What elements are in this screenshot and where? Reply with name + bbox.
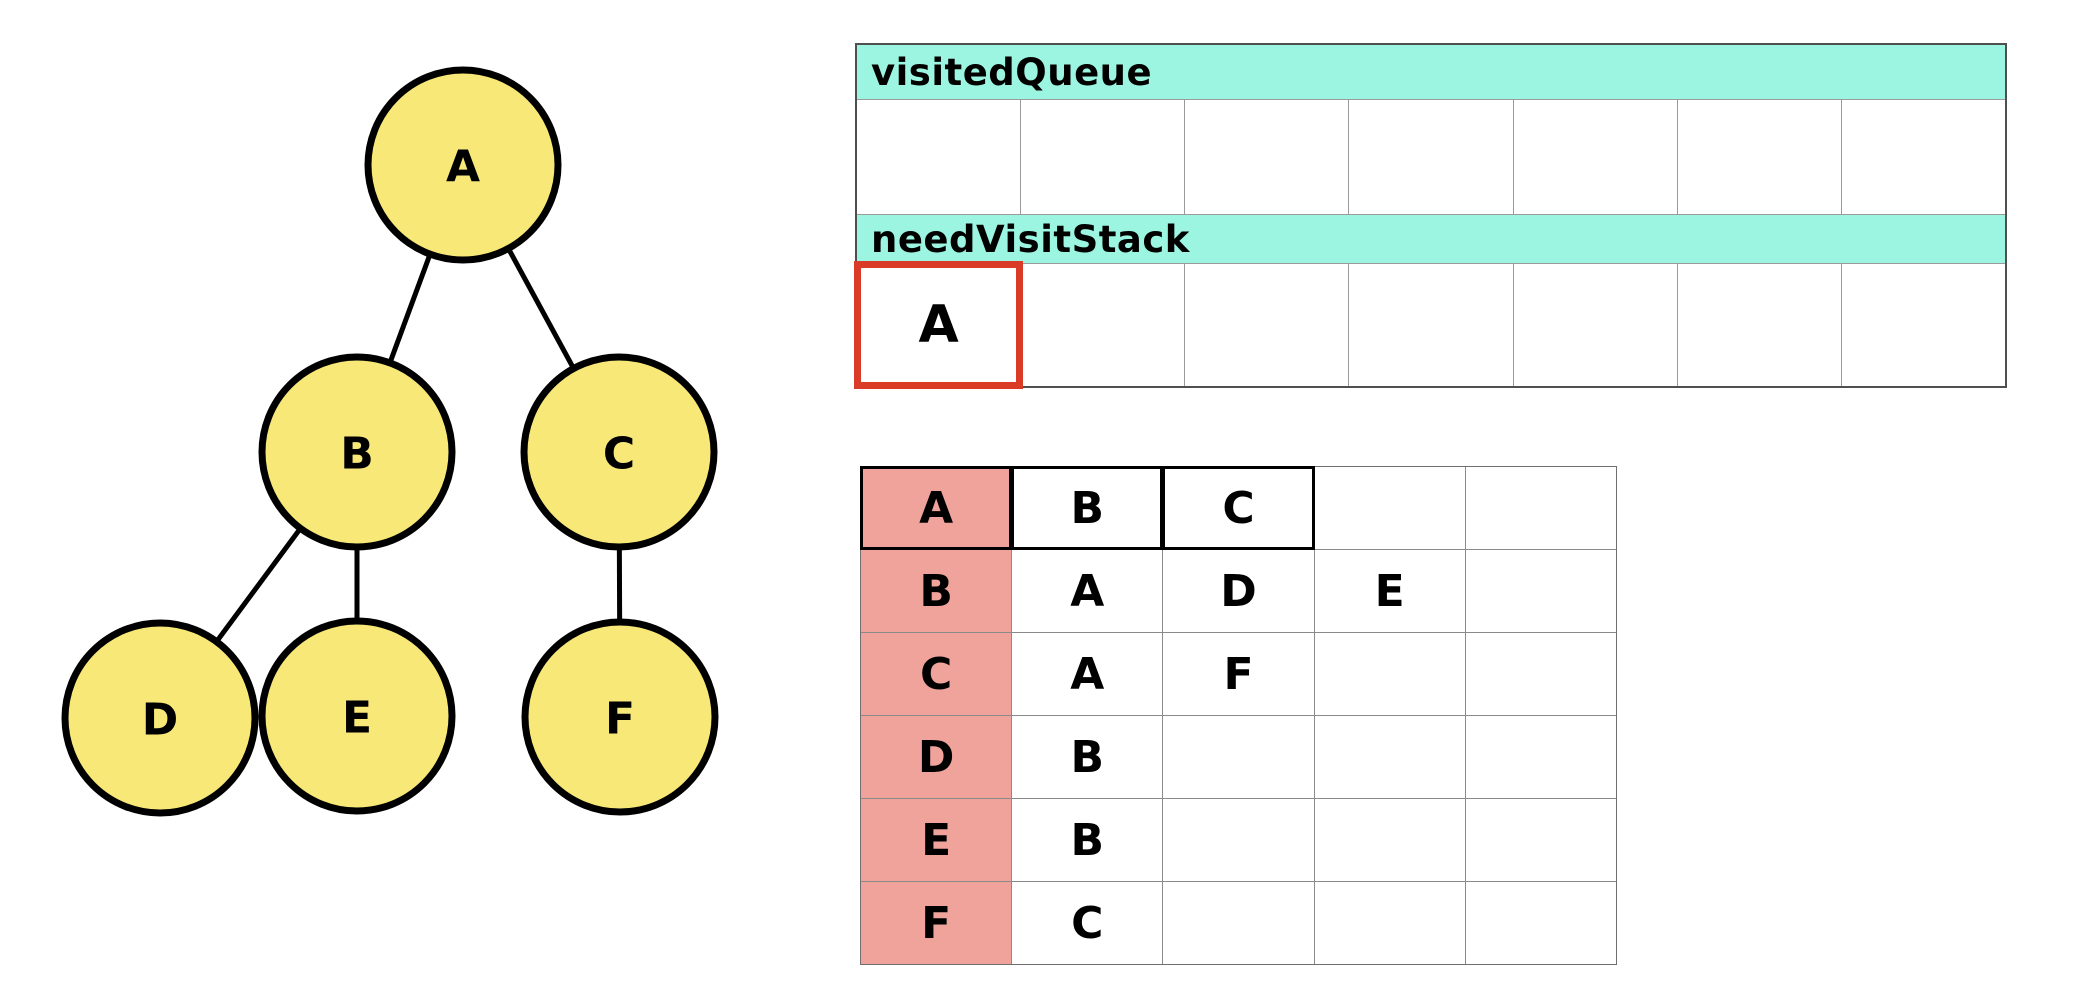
adjacency-row-d-cell-0: B — [1012, 716, 1163, 798]
graph-node-circle-c — [520, 353, 718, 551]
adjacency-row-d-cell-2 — [1314, 716, 1465, 798]
adjacency-row-e-cell-0: B — [1012, 799, 1163, 881]
visited-queue-cell-6 — [1841, 100, 2005, 214]
visited-queue-cell-0 — [857, 100, 1021, 214]
graph-diagram: A B C D E F — [61, 66, 719, 817]
adjacency-row-b-cell-1: D — [1163, 550, 1314, 632]
visited-queue-cell-3 — [1349, 100, 1513, 214]
adjacency-row-b-cell-2: E — [1314, 550, 1465, 632]
need-visit-stack-cell-0: A — [853, 261, 1024, 389]
graph-node-circle-b — [258, 353, 456, 551]
adjacency-row-a-cell-3 — [1465, 467, 1616, 549]
graph-node-label-d: D — [142, 695, 179, 746]
adjacency-row-a-header: A — [859, 466, 1013, 550]
need-visit-stack-cell-2 — [1185, 264, 1349, 386]
visited-queue-cell-5 — [1677, 100, 1841, 214]
adjacency-row-e-cell-2 — [1314, 799, 1465, 881]
graph-node-f: F — [521, 618, 719, 816]
adjacency-row-a-cell-1: C — [1162, 466, 1315, 550]
adjacency-row-c-cell-0: A — [1012, 633, 1163, 715]
need-visit-stack-cell-6 — [1841, 264, 2005, 386]
adjacency-row-a-cell-0: B — [1011, 466, 1164, 550]
visited-queue-header: visitedQueue — [857, 45, 2005, 99]
adjacency-row-d-cell-1 — [1163, 716, 1314, 798]
graph-node-circle-a — [364, 66, 562, 264]
adjacency-row-a-cell-2 — [1314, 467, 1465, 549]
graph-node-c: C — [520, 353, 718, 551]
need-visit-stack-cell-1 — [1021, 264, 1185, 386]
graph-node-circle-e — [258, 617, 456, 815]
graph-node-label-b: B — [340, 429, 374, 480]
need-visit-stack-header: needVisitStack — [857, 215, 2005, 263]
adjacency-row-e-header: E — [861, 799, 1012, 881]
graph-node-a: A — [364, 66, 562, 264]
adjacency-row-b-cell-0: A — [1012, 550, 1163, 632]
visited-queue-cell-4 — [1513, 100, 1677, 214]
adjacency-row-c-cell-1: F — [1163, 633, 1314, 715]
adjacency-row-e-cell-3 — [1465, 799, 1616, 881]
need-visit-stack-title: needVisitStack — [871, 217, 1190, 261]
adjacency-row-d-header: D — [861, 716, 1012, 798]
adjacency-row-f-cell-1 — [1163, 882, 1314, 964]
graph-node-label-c: C — [603, 429, 635, 480]
graph-node-circle-f — [521, 618, 719, 816]
adjacency-row-f-header: F — [861, 882, 1012, 964]
visited-queue-cell-1 — [1021, 100, 1185, 214]
graph-node-label-e: E — [342, 693, 372, 744]
adjacency-row-b-cell-3 — [1465, 550, 1616, 632]
need-visit-stack-cell-3 — [1349, 264, 1513, 386]
graph-node-circle-d — [61, 619, 259, 817]
adjacency-row-c-cell-2 — [1314, 633, 1465, 715]
need-visit-stack-cell-4 — [1513, 264, 1677, 386]
need-visit-stack-cell-5 — [1677, 264, 1841, 386]
adjacency-row-f-cell-2 — [1314, 882, 1465, 964]
adjacency-row-b-header: B — [861, 550, 1012, 632]
graph-node-b: B — [258, 353, 456, 551]
adjacency-row-c-header: C — [861, 633, 1012, 715]
traversal-panel: visitedQueue needVisitStack A — [853, 43, 2007, 389]
adjacency-row-f-cell-0: C — [1012, 882, 1163, 964]
graph-node-d: D — [61, 619, 259, 817]
adjacency-row-c-cell-3 — [1465, 633, 1616, 715]
graph-node-e: E — [258, 617, 456, 815]
adjacency-row-e-cell-1 — [1163, 799, 1314, 881]
visited-queue-title: visitedQueue — [871, 50, 1153, 94]
visited-queue-cell-2 — [1185, 100, 1349, 214]
adjacency-row-f-cell-3 — [1465, 882, 1616, 964]
graph-node-label-a: A — [446, 142, 480, 193]
graph-node-label-f: F — [605, 694, 635, 745]
adjacency-row-d-cell-3 — [1465, 716, 1616, 798]
